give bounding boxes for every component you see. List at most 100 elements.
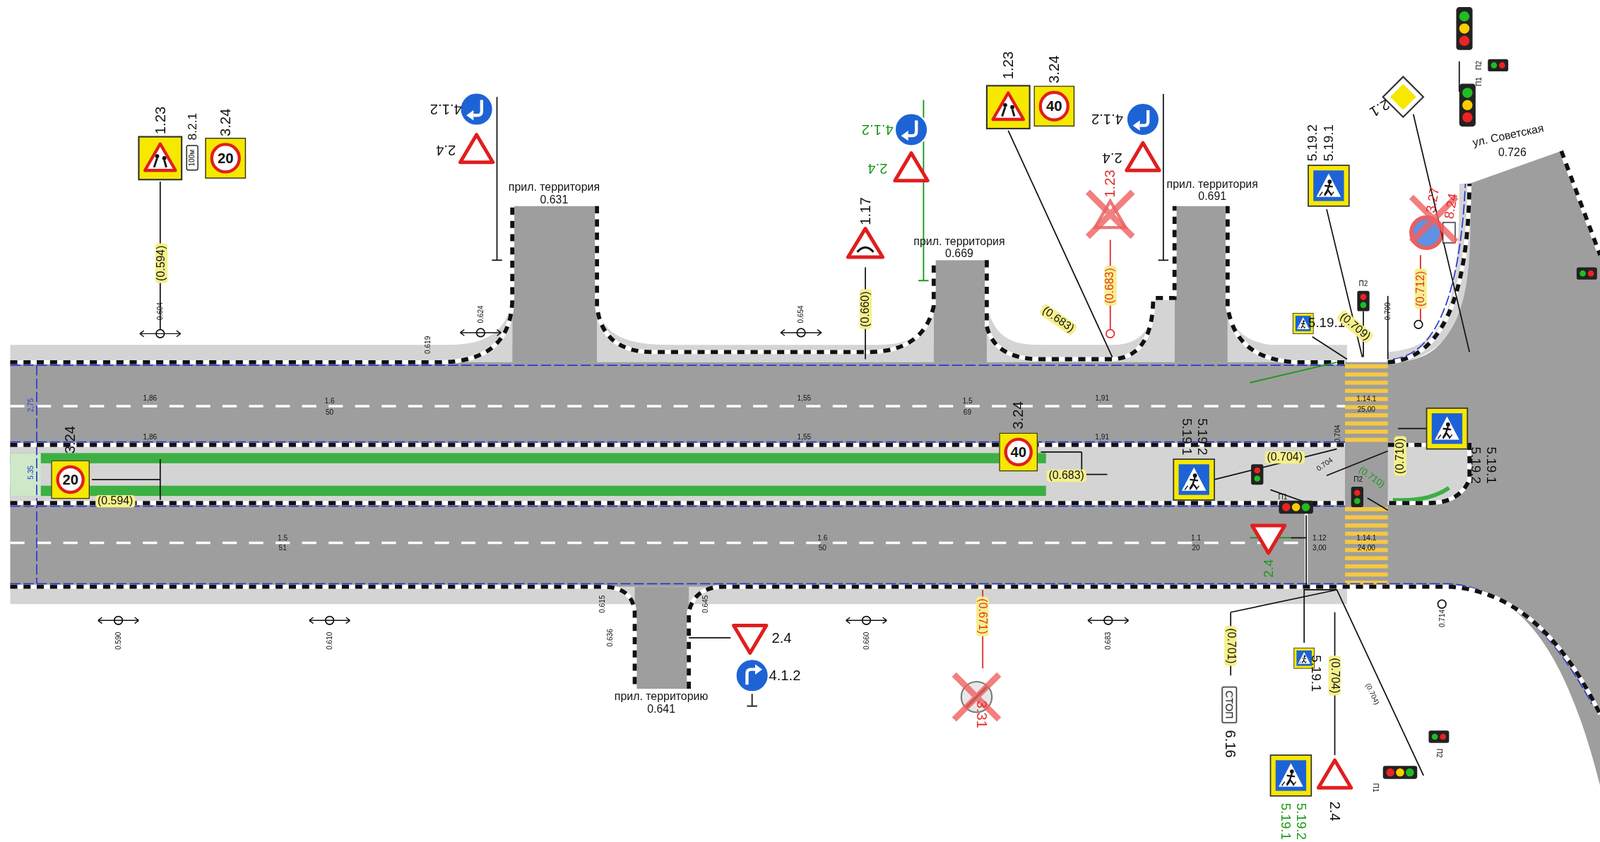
map-rect bbox=[635, 587, 690, 689]
callout-label: 6.16 bbox=[1223, 729, 1239, 759]
callout-label: 0.610 bbox=[325, 630, 334, 651]
callout-label: 0.660 bbox=[862, 630, 871, 651]
callout-label: П1 bbox=[1474, 76, 1483, 88]
callout-label: 0.590 bbox=[114, 630, 123, 651]
callout-label: 2,75 bbox=[26, 396, 35, 414]
map-use bbox=[138, 137, 182, 181]
map-rect bbox=[1344, 388, 1389, 393]
callout-label: 5.19.2 bbox=[1305, 123, 1320, 163]
callout-label: 0.631 bbox=[538, 194, 570, 207]
callout-label: 3.24 bbox=[62, 424, 78, 455]
map-path bbox=[1393, 488, 1449, 501]
map-path bbox=[877, 305, 934, 362]
map-path bbox=[1008, 130, 1112, 358]
callout-label: 0.636 bbox=[606, 627, 615, 648]
map-path bbox=[1290, 515, 1307, 588]
callout-label: 5.35 bbox=[26, 464, 35, 482]
callout-label: прил. территория bbox=[1165, 178, 1259, 191]
map-rect bbox=[9, 452, 1046, 463]
map-g bbox=[918, 100, 1337, 539]
callout-label: (0.683) bbox=[1104, 265, 1117, 306]
map-use bbox=[1455, 7, 1473, 51]
map-rect bbox=[1344, 429, 1389, 434]
map-use bbox=[1251, 464, 1264, 485]
callout-label: 2.4 bbox=[1327, 800, 1343, 823]
callout-label: прил. территорию bbox=[613, 690, 709, 703]
map-use bbox=[736, 659, 769, 692]
map-path bbox=[9, 151, 1600, 715]
callout-label: 1.23 bbox=[152, 105, 168, 135]
map-rect bbox=[9, 362, 1459, 588]
map-use bbox=[1278, 500, 1314, 514]
callout-label: 4.1.2 bbox=[860, 122, 895, 138]
map-use bbox=[986, 85, 1030, 129]
map-rect bbox=[1344, 437, 1389, 443]
speed-limit-sign: 40 bbox=[998, 433, 1038, 472]
callout-label: 0.709 bbox=[1383, 300, 1392, 321]
sign-value: 20 bbox=[55, 465, 85, 494]
map-use bbox=[1087, 192, 1134, 238]
callout-label: (0.683) bbox=[1038, 303, 1078, 336]
callout-label: 1.5 bbox=[961, 396, 974, 405]
callout-label: (0.671) bbox=[976, 596, 989, 636]
callout-label: 25,00 bbox=[1356, 405, 1377, 414]
callout-label: 0.604 bbox=[156, 300, 164, 321]
map-rect bbox=[9, 486, 1046, 496]
map-path bbox=[9, 151, 1600, 715]
callout-label: (0.594) bbox=[95, 495, 135, 508]
callout-label: 0.704 bbox=[1334, 423, 1343, 444]
sign-plate: СТОП bbox=[1222, 685, 1238, 722]
map-use bbox=[460, 134, 494, 163]
map-path bbox=[1214, 449, 1337, 480]
map-rect bbox=[1344, 421, 1389, 426]
callout-label: 2.4 bbox=[1261, 558, 1276, 579]
map-use bbox=[895, 153, 928, 181]
map-use bbox=[309, 616, 351, 626]
callout-label: 0.619 bbox=[423, 334, 432, 355]
map-path bbox=[1326, 151, 1600, 787]
callout-label: П2 bbox=[1352, 476, 1365, 484]
callout-label: 0.691 bbox=[1197, 190, 1228, 203]
callout-label: 2.4 bbox=[1101, 150, 1124, 166]
map-g bbox=[982, 239, 1421, 669]
map-rect bbox=[1344, 380, 1389, 385]
map-use bbox=[1173, 459, 1215, 501]
callout-label: 1.6 bbox=[816, 534, 829, 542]
callout-label: 1.1 bbox=[1190, 534, 1203, 542]
callout-label: П2 bbox=[1357, 279, 1370, 288]
map-rect bbox=[1344, 555, 1389, 561]
map-circle bbox=[1106, 329, 1115, 339]
map-path bbox=[1250, 362, 1338, 383]
map-use bbox=[1270, 755, 1312, 797]
map-use bbox=[847, 228, 883, 258]
callout-label: 20 bbox=[1190, 543, 1201, 552]
map-use bbox=[1318, 760, 1351, 788]
callout-label: 1.5 bbox=[276, 534, 289, 542]
map-rect bbox=[1344, 413, 1389, 418]
callout-label: 3.24 bbox=[218, 107, 234, 138]
callout-label: 5.19.1 bbox=[1179, 417, 1194, 457]
map-circle bbox=[1437, 599, 1447, 609]
map-path bbox=[1335, 589, 1425, 776]
callout-label: 2.4 bbox=[866, 161, 889, 176]
map-use bbox=[1087, 616, 1129, 626]
callout-label: П1 bbox=[1371, 781, 1380, 794]
sign-value: 20 bbox=[210, 142, 241, 174]
map-use bbox=[460, 92, 494, 126]
map-g bbox=[1344, 364, 1389, 585]
map-use bbox=[733, 625, 767, 654]
map-use bbox=[139, 329, 181, 339]
map-rect bbox=[1344, 507, 1389, 512]
map-use bbox=[1126, 142, 1160, 171]
callout-label: (0.710) bbox=[1394, 436, 1407, 477]
plate-text: СТОП bbox=[1223, 690, 1235, 719]
map-use bbox=[460, 328, 502, 337]
speed-limit-sign: 40 bbox=[1033, 85, 1075, 127]
callout-label: 5.19.1 bbox=[1321, 123, 1336, 163]
callout-label: 5.19.1 bbox=[1484, 445, 1499, 485]
sign-value: 40 bbox=[1039, 91, 1070, 122]
map-rect bbox=[1174, 206, 1228, 363]
callout-label: 69 bbox=[962, 408, 973, 417]
map-use bbox=[98, 616, 140, 626]
